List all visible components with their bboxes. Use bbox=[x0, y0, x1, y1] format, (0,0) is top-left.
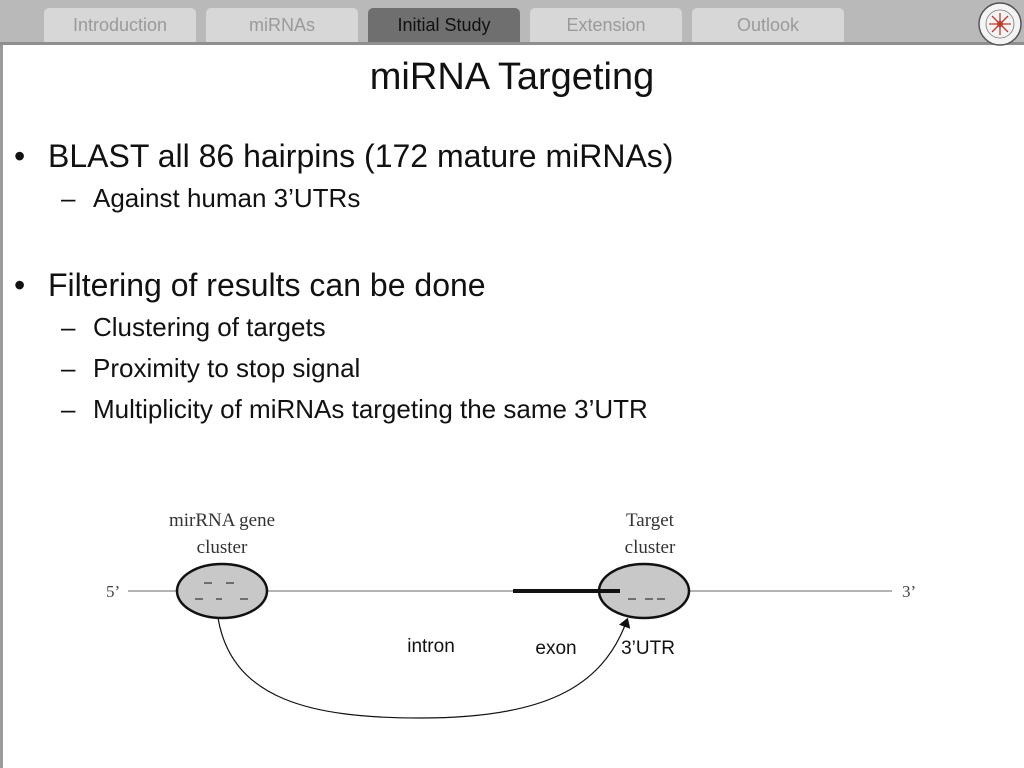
bullet-item: • Filtering of results can be done bbox=[14, 263, 673, 307]
targeting-arrow bbox=[217, 617, 631, 719]
bullet-marker: • bbox=[14, 138, 26, 174]
sub-bullet-item: – Proximity to stop signal bbox=[61, 348, 673, 389]
bullet-list: • BLAST all 86 hairpins (172 mature miRN… bbox=[14, 134, 673, 430]
target-cluster bbox=[597, 562, 691, 620]
bullet-text: BLAST all 86 hairpins (172 mature miRNAs… bbox=[48, 138, 674, 174]
navigation-bar: Introduction miRNAs Initial Study Extens… bbox=[0, 0, 1024, 46]
sub-bullet-marker: – bbox=[61, 183, 76, 213]
bullet-item: • BLAST all 86 hairpins (172 mature miRN… bbox=[14, 134, 673, 178]
sub-bullet-marker: – bbox=[61, 394, 76, 424]
institute-seal-icon bbox=[978, 2, 1022, 46]
mirna-gene-marks bbox=[195, 582, 248, 600]
utr-label: 3’UTR bbox=[621, 638, 675, 659]
right-cluster-label-line2: cluster bbox=[625, 537, 676, 558]
sub-bullet-text: Clustering of targets bbox=[93, 312, 326, 342]
five-prime-label: 5’ bbox=[106, 582, 120, 601]
bullet-marker: • bbox=[14, 267, 26, 303]
left-border bbox=[0, 45, 3, 768]
tab-outlook[interactable]: Outlook bbox=[692, 8, 844, 42]
mirna-gene-cluster bbox=[175, 562, 269, 620]
tab-extension[interactable]: Extension bbox=[530, 8, 682, 42]
sub-bullet-marker: – bbox=[61, 353, 76, 383]
sub-bullet-text: Against human 3’UTRs bbox=[93, 183, 361, 213]
sub-bullet-text: Multiplicity of miRNAs targeting the sam… bbox=[93, 394, 648, 424]
sub-bullet-item: – Against human 3’UTRs bbox=[61, 178, 673, 219]
slide-title: miRNA Targeting bbox=[369, 56, 655, 98]
three-prime-label: 3’ bbox=[902, 582, 916, 601]
section-tabs: Introduction miRNAs Initial Study Extens… bbox=[44, 8, 844, 42]
tab-mirnas[interactable]: miRNAs bbox=[206, 8, 358, 42]
tab-initial-study[interactable]: Initial Study bbox=[368, 8, 520, 42]
left-cluster-label-line1: mirRNA gene bbox=[169, 510, 275, 531]
right-cluster-label-line1: Target bbox=[626, 510, 675, 531]
sub-bullet-text: Proximity to stop signal bbox=[93, 353, 361, 383]
left-cluster-label-line2: cluster bbox=[197, 537, 248, 558]
sub-bullet-item: – Multiplicity of miRNAs targeting the s… bbox=[61, 389, 673, 430]
bullet-text: Filtering of results can be done bbox=[48, 267, 486, 303]
intron-label: intron bbox=[407, 636, 455, 657]
tab-introduction[interactable]: Introduction bbox=[44, 8, 196, 42]
exon-label: exon bbox=[535, 638, 576, 659]
sub-bullet-item: – Clustering of targets bbox=[61, 307, 673, 348]
sub-bullet-marker: – bbox=[61, 312, 76, 342]
